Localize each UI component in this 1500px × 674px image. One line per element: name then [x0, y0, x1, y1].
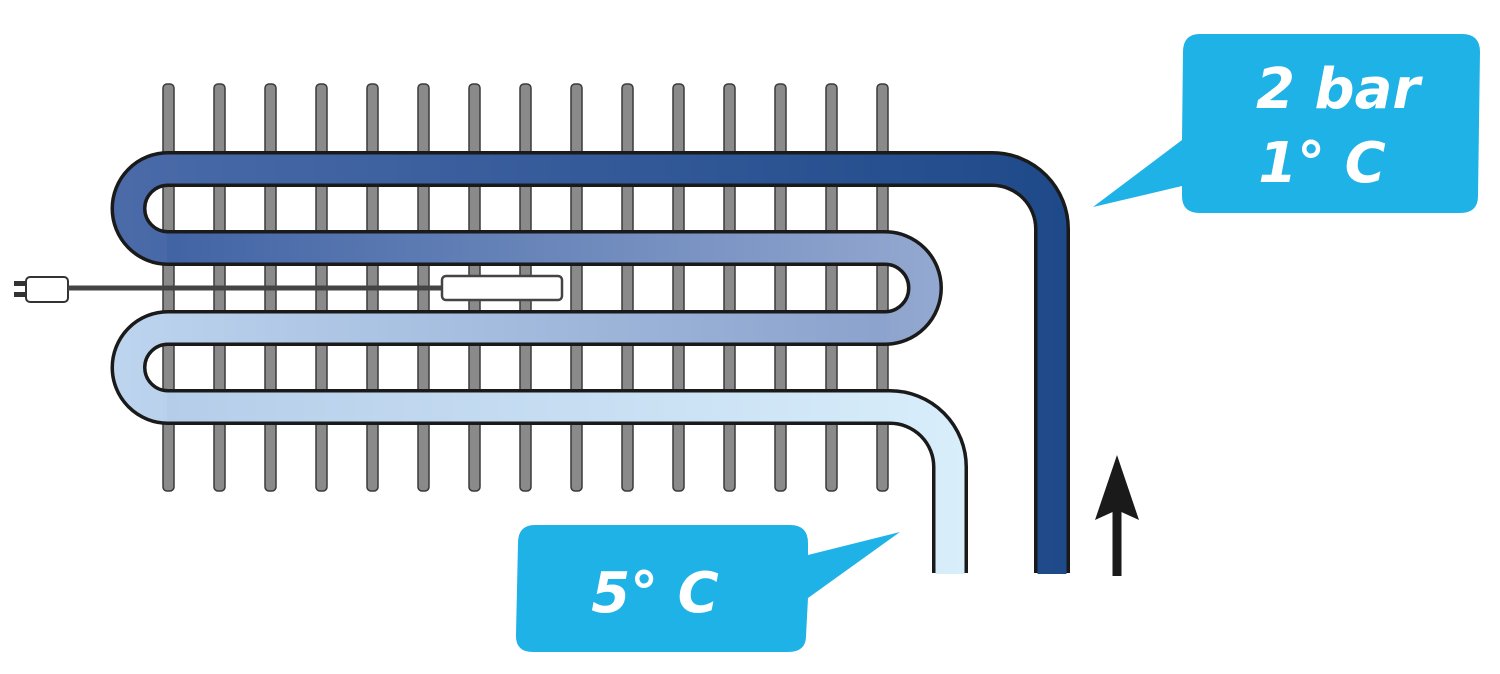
- fin: [825, 83, 838, 492]
- fin: [570, 83, 583, 492]
- fin: [876, 83, 889, 492]
- flow-arrow-up-icon: [1095, 455, 1139, 576]
- outlet-callout: 2 bar 1° C: [1093, 34, 1480, 213]
- plug-icon: [14, 276, 69, 303]
- tube-segment-2: [167, 233, 940, 343]
- fin: [774, 83, 787, 492]
- outlet-pressure-label: 2 bar: [1256, 57, 1423, 122]
- tube-segment-3: [114, 313, 886, 422]
- heater-element-icon: [440, 274, 564, 302]
- fin: [723, 83, 736, 492]
- fin: [672, 83, 685, 492]
- tube-inlet-segment: [167, 392, 965, 574]
- outlet-temperature-label: 1° C: [1258, 131, 1386, 196]
- inlet-temperature-label: 5° C: [591, 561, 719, 626]
- tube-outlet-segment: [114, 154, 1067, 574]
- inlet-callout: 5° C: [515, 525, 900, 652]
- fin: [621, 83, 634, 492]
